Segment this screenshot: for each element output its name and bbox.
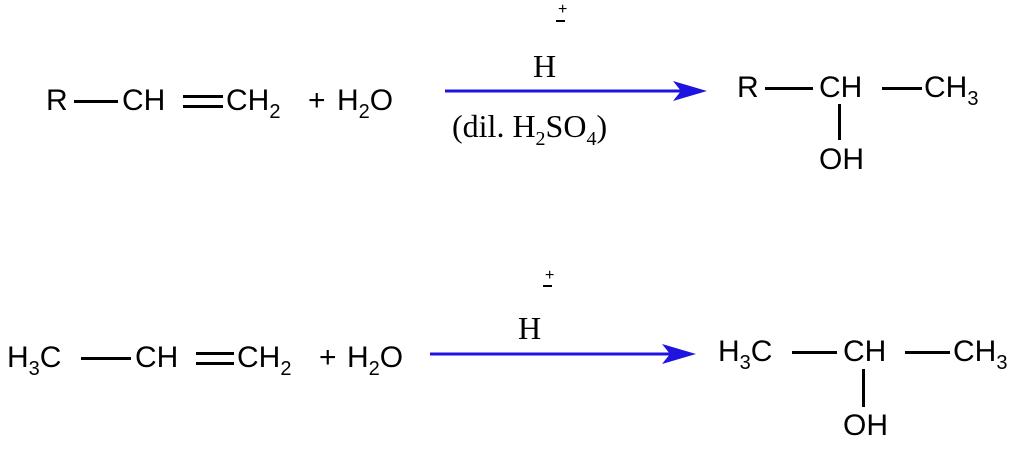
charge-bar [556, 20, 565, 22]
single-bond [765, 87, 813, 90]
ch2-label: CH2 [226, 84, 281, 123]
single-bond [74, 100, 118, 103]
product-ch3-label: CH3 [953, 335, 1008, 374]
product-ch-label: CH [843, 335, 887, 368]
proton-charge: + [545, 267, 555, 284]
single-bond [792, 351, 837, 354]
ch-label: CH [135, 341, 179, 374]
product-h3c-label: H3C [718, 335, 773, 374]
charge-bar [543, 285, 552, 287]
vertical-bond [862, 369, 865, 407]
single-bond [81, 357, 131, 360]
reaction-arrow [445, 81, 707, 101]
reaction-arrow [430, 344, 696, 364]
proton-charge: + [558, 1, 568, 18]
product-r-label: R [737, 71, 759, 104]
plus-sign: + [308, 84, 326, 117]
product-oh-label: OH [819, 143, 864, 176]
water-label: H2O [337, 84, 394, 123]
product-ch-label: CH [819, 71, 863, 104]
double-bond [196, 352, 234, 365]
product-oh-label: OH [843, 409, 888, 442]
condition-h: H [518, 310, 542, 346]
h3c-label: H3C [7, 341, 62, 380]
water-label: H2O [347, 341, 404, 380]
product-ch3-label: CH3 [924, 71, 979, 110]
ch2-label: CH2 [237, 341, 292, 380]
single-bond [882, 87, 922, 90]
r-group-label: R [46, 84, 68, 117]
single-bond [905, 351, 950, 354]
vertical-bond [838, 104, 841, 140]
double-bond [183, 95, 223, 108]
condition-reagent: (dil. H2SO4) [452, 108, 608, 150]
ch-label: CH [122, 84, 166, 117]
plus-sign: + [319, 341, 337, 374]
condition-h: H [533, 48, 557, 84]
